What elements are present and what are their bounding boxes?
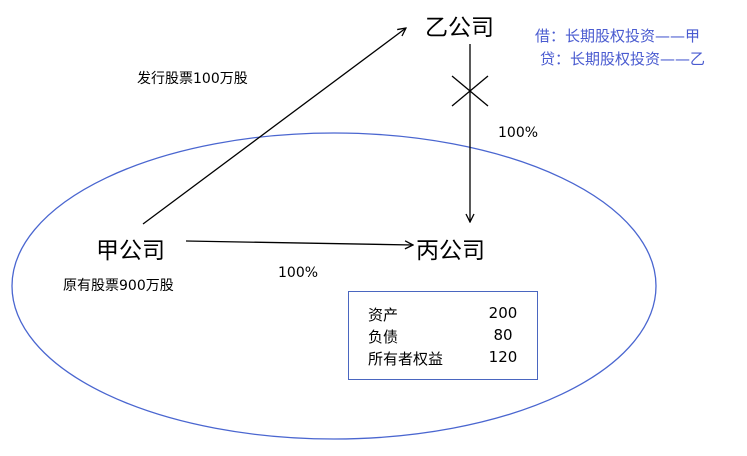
balance-value: 200 (488, 304, 518, 322)
issue-shares-label: 发行股票100万股 (137, 71, 248, 87)
arrow-jia-to-bing (185, 241, 413, 245)
balance-item: 所有者权益 (368, 350, 444, 368)
journal-credit: 贷：长期股权投资——乙 (540, 50, 706, 68)
pct-yi-bing: 100% (498, 125, 539, 141)
balance-item: 资产 (368, 306, 399, 324)
consolidation-ellipse (11, 132, 657, 440)
balance-row: 资产 200 (368, 304, 528, 325)
balance-sheet-box: 资产 200 负债 80 所有者权益 120 (348, 291, 538, 380)
node-yi: 乙公司 (425, 15, 494, 41)
balance-row: 负债 80 (368, 326, 528, 347)
balance-value: 120 (488, 348, 518, 366)
arrow-jia-to-yi (142, 28, 406, 225)
balance-value: 80 (493, 326, 513, 344)
pct-jia-bing: 100% (278, 265, 319, 281)
journal-debit: 借：长期股权投资——甲 (535, 27, 701, 45)
balance-row: 所有者权益 120 (368, 348, 528, 369)
cross-icon (451, 75, 489, 107)
original-shares-label: 原有股票900万股 (63, 278, 174, 294)
node-jia: 甲公司 (96, 238, 165, 264)
balance-item: 负债 (368, 328, 399, 346)
node-bing: 丙公司 (416, 238, 485, 264)
